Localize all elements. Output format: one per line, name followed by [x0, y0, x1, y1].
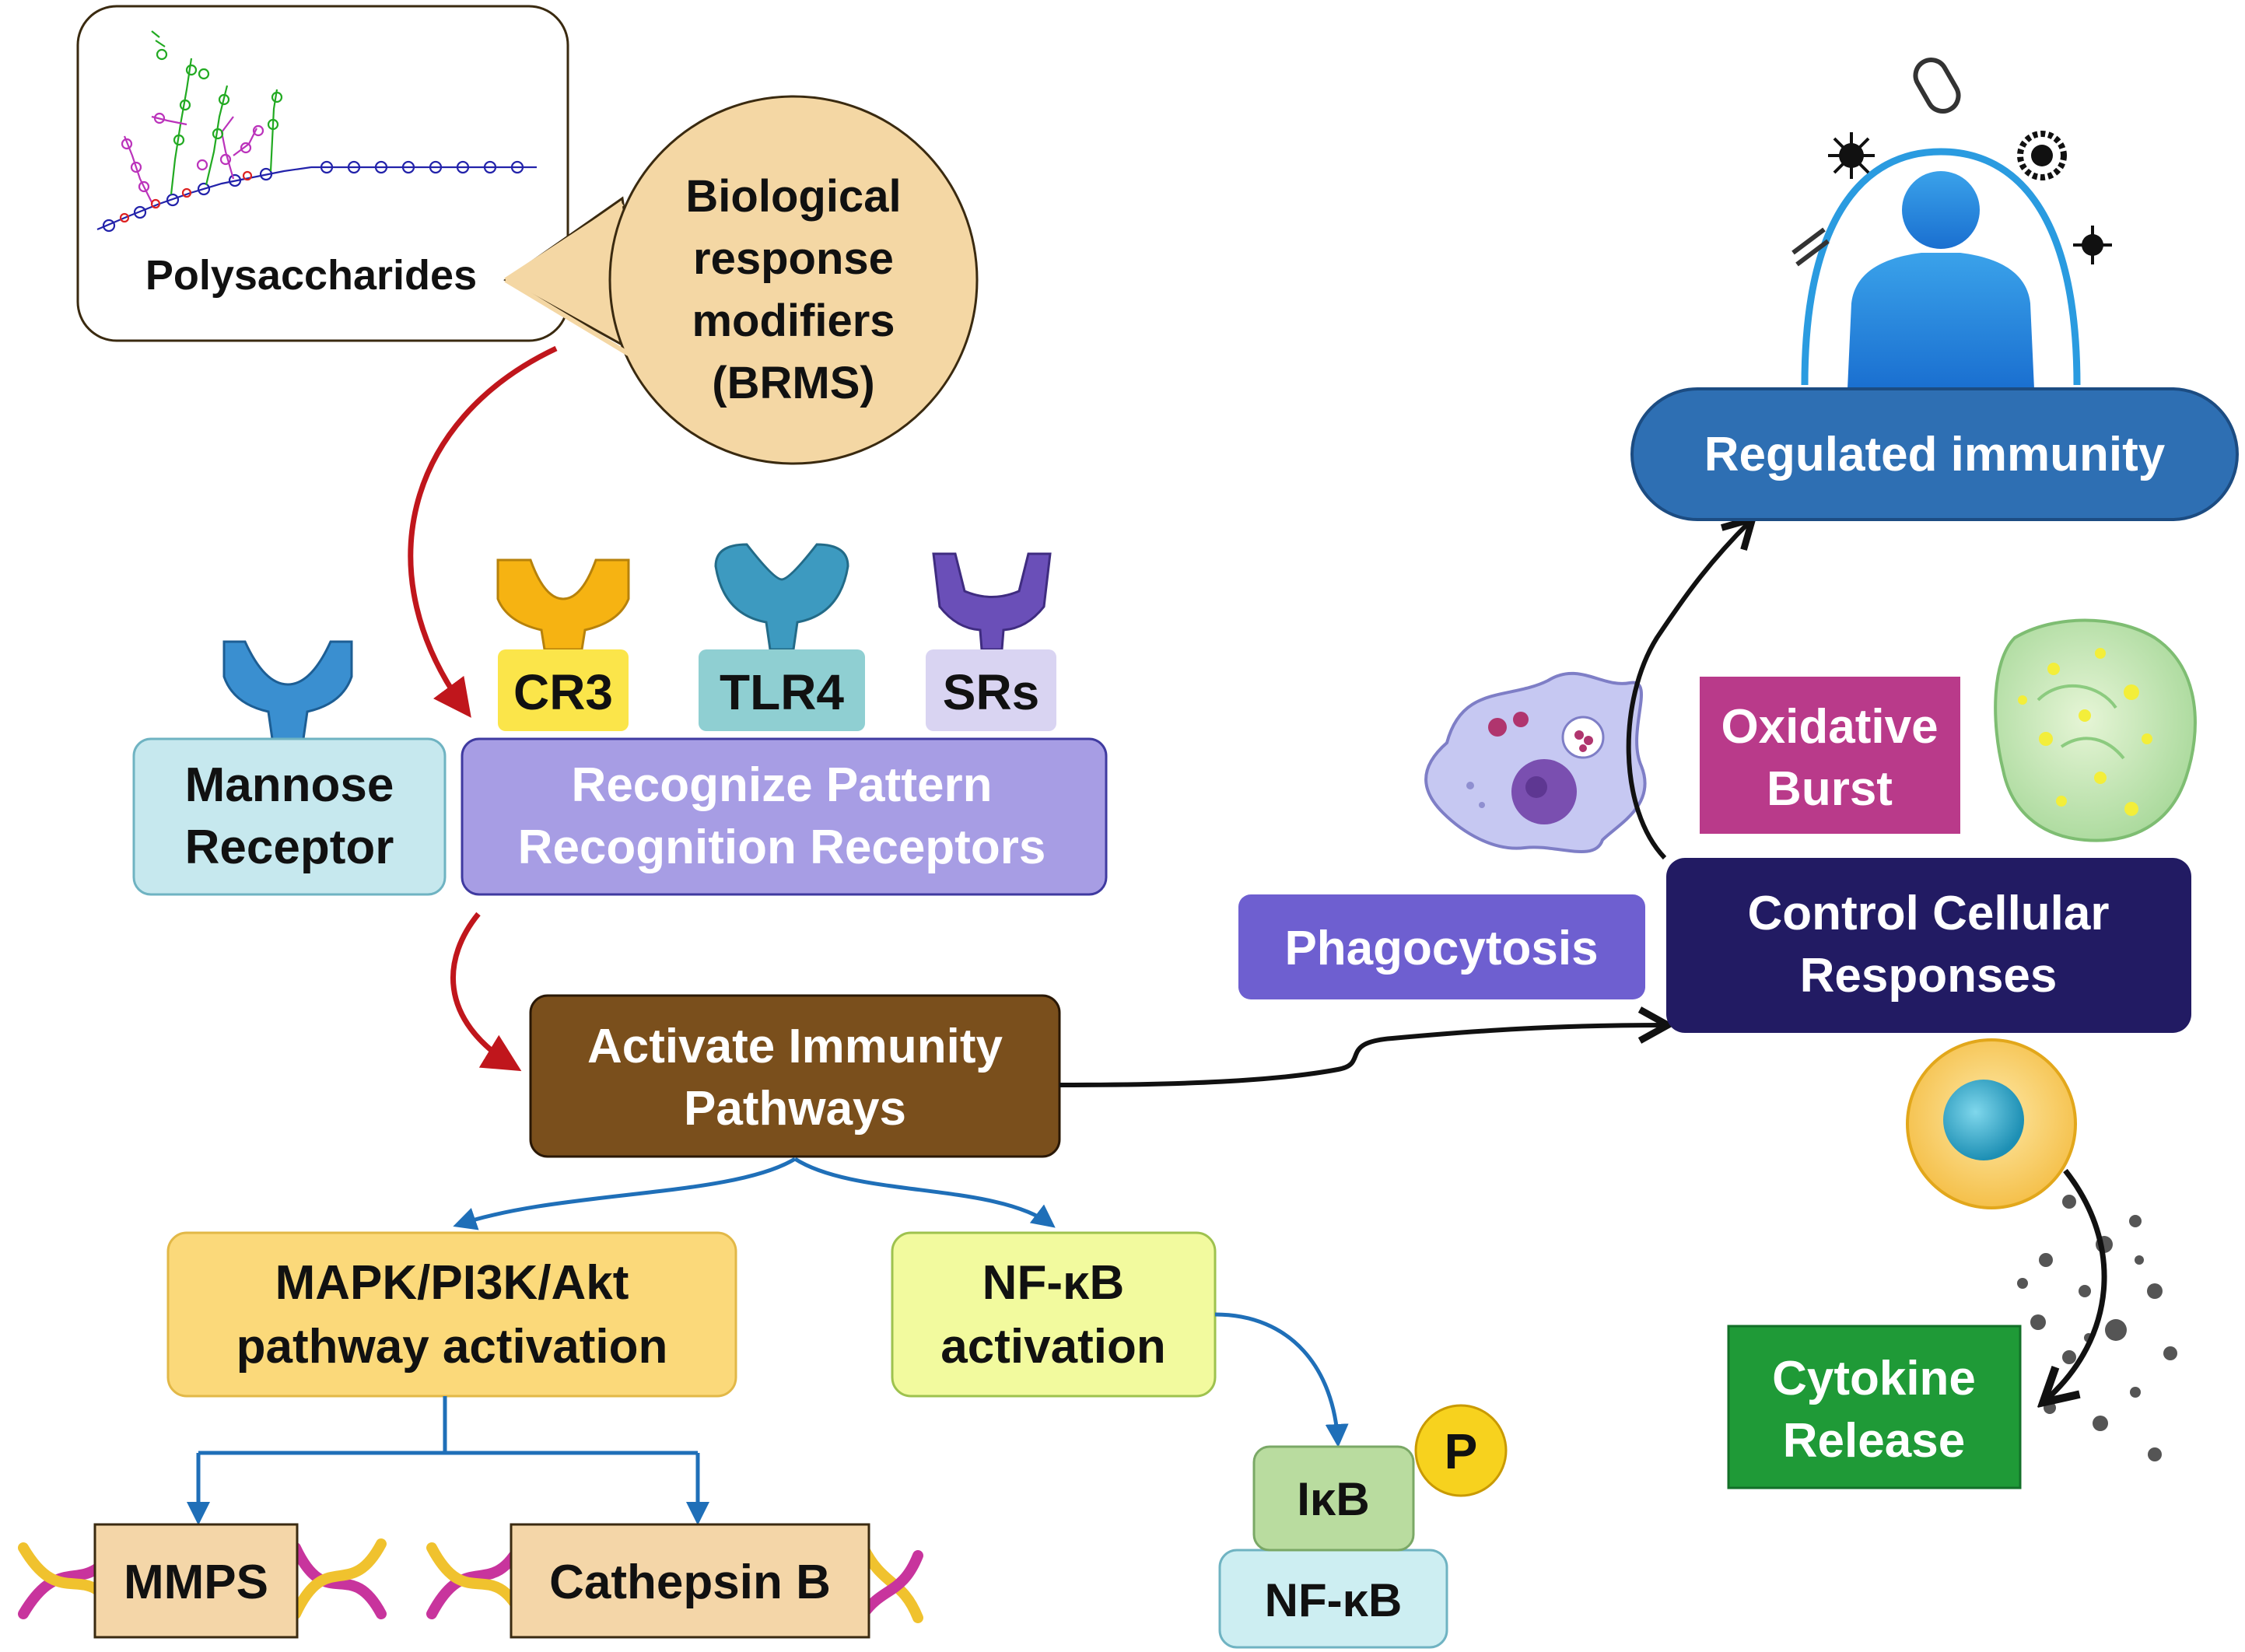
regulated-immunity-label: Regulated immunity	[1704, 428, 2166, 481]
control-line-2: Responses	[1800, 949, 2058, 1003]
bacteria-icon	[1791, 58, 1961, 267]
oxidative-burst-box: Oxidative Burst	[1700, 677, 1960, 834]
granulocyte-icon	[1994, 618, 2197, 842]
prr-line-2: Recognition Receptors	[518, 821, 1046, 874]
polysaccharide-structure-icon	[96, 30, 537, 233]
activate-line-1: Activate Immunity	[587, 1020, 1003, 1073]
mapk-line-1: MAPK/PI3K/Akt	[275, 1256, 629, 1310]
macrophage-icon	[1424, 671, 1647, 854]
arrow-activate-to-control	[1059, 1025, 1665, 1087]
phosphate-label: P	[1445, 1423, 1478, 1479]
polysaccharides-box: Polysaccharides	[76, 5, 569, 342]
cytokine-line-2: Release	[1783, 1414, 1965, 1468]
mapk-split-arrows	[187, 1396, 709, 1525]
cytokine-release-box: Cytokine Release	[1727, 1325, 2022, 1489]
nfkb-label: NF-κB	[1265, 1574, 1403, 1626]
cr3-box: CR3	[498, 649, 629, 731]
phagocytosis-box: Phagocytosis	[1238, 894, 1645, 999]
tlr4-label: TLR4	[720, 664, 844, 720]
control-line-1: Control Cellular	[1747, 887, 2109, 940]
nfkb-activation-box: NF-κB activation	[891, 1231, 1217, 1398]
arrow-nfkb-to-ikb	[1214, 1312, 1349, 1447]
arrow-lymphocyte-to-cytokine	[2046, 1168, 2107, 1400]
brms-line-1: Biological	[685, 171, 901, 222]
cytokine-particles	[2017, 1195, 2177, 1461]
brms-bubble: Biological response modifiers (BRMS)	[503, 95, 979, 465]
mapk-line-2: pathway activation	[236, 1320, 668, 1374]
srs-box: SRs	[926, 649, 1056, 731]
regulated-immunity-box: Regulated immunity	[1630, 387, 2239, 521]
mannose-line-1: Mannose	[185, 758, 394, 812]
tlr4-box: TLR4	[699, 649, 865, 731]
oxidative-line-1: Oxidative	[1721, 700, 1938, 754]
brms-line-4: (BRMS)	[712, 358, 874, 408]
prr-box: Recognize Pattern Recognition Receptors	[461, 737, 1108, 896]
cytokine-line-1: Cytokine	[1772, 1352, 1976, 1405]
cathepsin-label: Cathepsin B	[549, 1556, 831, 1609]
phagocytosis-label: Phagocytosis	[1284, 922, 1598, 975]
ikb-label: IκB	[1297, 1473, 1369, 1525]
polysaccharides-label: Polysaccharides	[145, 252, 477, 299]
mmps-label: MMPS	[124, 1556, 268, 1609]
mmps-box: MMPS	[93, 1523, 299, 1639]
human-silhouette-icon	[1801, 148, 2081, 389]
nfkb-activation-line-2: activation	[940, 1320, 1165, 1374]
srs-label: SRs	[943, 664, 1040, 720]
arrow-activate-to-mapk	[453, 1157, 797, 1230]
mapk-box: MAPK/PI3K/Akt pathway activation	[166, 1231, 737, 1398]
mannose-receptor-box: Mannose Receptor	[132, 737, 447, 896]
mannose-line-2: Receptor	[185, 821, 394, 874]
brms-line-3: modifiers	[692, 296, 895, 346]
arrow-polysaccharides-to-prr	[408, 345, 558, 718]
ikb-complex: NF-κB IκB P	[1218, 1404, 1508, 1649]
prr-line-1: Recognize Pattern	[572, 758, 993, 812]
control-responses-box: Control Cellular Responses	[1666, 858, 2191, 1033]
cr3-label: CR3	[513, 664, 613, 720]
activate-pathways-box: Activate Immunity Pathways	[529, 994, 1061, 1158]
arrow-activate-to-nfkb	[793, 1157, 1056, 1228]
brms-line-2: response	[693, 233, 894, 284]
receptor-icon	[222, 543, 1052, 740]
arrow-prr-to-activate	[450, 912, 522, 1072]
activate-line-2: Pathways	[684, 1082, 906, 1136]
arrow-control-to-regulated	[1626, 521, 1750, 860]
nfkb-activation-line-1: NF-κB	[982, 1256, 1125, 1310]
oxidative-line-2: Burst	[1767, 762, 1893, 816]
lymphocyte-icon	[1906, 1038, 2077, 1209]
virus-icon	[1828, 131, 2112, 264]
cathepsin-box: Cathepsin B	[510, 1523, 870, 1639]
